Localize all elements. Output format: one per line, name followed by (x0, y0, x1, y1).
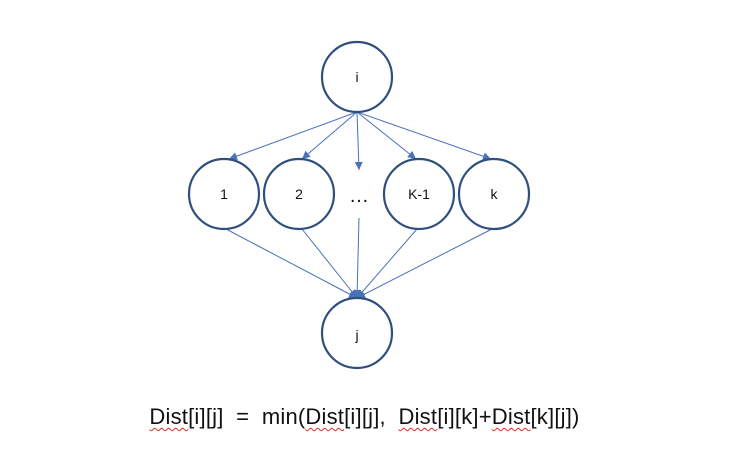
arrowhead-i-to-n2 (302, 150, 311, 159)
floyd-warshall-formula: Dist[i][j] = min(Dist[i][j], Dist[i][k]+… (0, 404, 729, 430)
edge-nk-to-j (356, 228, 493, 299)
formula-dist-3: Dist (398, 404, 438, 429)
formula-dist-2: Dist (305, 404, 345, 429)
edge-i-to-n1 (228, 111, 358, 160)
edge-ellipsis-to-j (356, 217, 360, 299)
formula-segment-3: [i][k]+ (437, 404, 492, 429)
node-j-circle (320, 296, 394, 370)
node-j-label: j (354, 327, 358, 343)
ellipsis-label: … (349, 185, 369, 207)
node-2: 2 (262, 157, 336, 231)
node-k: k (457, 157, 531, 231)
formula-segment-1: [i][j] = min( (188, 404, 306, 429)
node-ellipsis: … (349, 185, 369, 207)
edges (225, 111, 493, 299)
node-j: j (320, 296, 394, 370)
edge-i-to-nk (356, 111, 492, 160)
formula-dist-4: Dist (491, 404, 531, 429)
edge-n1-to-j (225, 228, 358, 299)
node-1-circle (187, 157, 261, 231)
arrowhead-i-to-n1 (229, 152, 238, 160)
edge-nk1-to-j (356, 228, 418, 299)
node-k-circle (457, 157, 531, 231)
node-i-label: i (355, 69, 358, 85)
node-i-circle (320, 40, 394, 114)
node-1-label: 1 (220, 186, 228, 202)
arrowhead-i-to-nk1 (407, 150, 416, 159)
shortest-path-diagram: i 1 2 … K-1 k j (187, 40, 531, 370)
node-2-circle (262, 157, 336, 231)
edge-i-to-nk1 (356, 111, 417, 160)
arrowhead-i-to-ellipsis (354, 161, 363, 170)
formula-segment-4: [k][j]) (530, 404, 580, 429)
edge-i-to-ellipsis (356, 111, 360, 171)
node-k-label: k (491, 186, 499, 202)
node-i: i (320, 40, 394, 114)
node-1: 1 (187, 157, 261, 231)
node-k-1: K-1 (382, 157, 456, 231)
formula-dist-1: Dist (149, 404, 189, 429)
node-k-1-label: K-1 (408, 186, 430, 202)
arrowhead-nk-to-j (357, 290, 366, 298)
edge-n2-to-j (301, 228, 358, 299)
node-2-label: 2 (295, 186, 303, 202)
formula-segment-2: [i][j], (344, 404, 399, 429)
arrowhead-i-to-nk (482, 152, 491, 161)
node-k-1-circle (382, 157, 456, 231)
edge-i-to-n2 (301, 111, 358, 160)
